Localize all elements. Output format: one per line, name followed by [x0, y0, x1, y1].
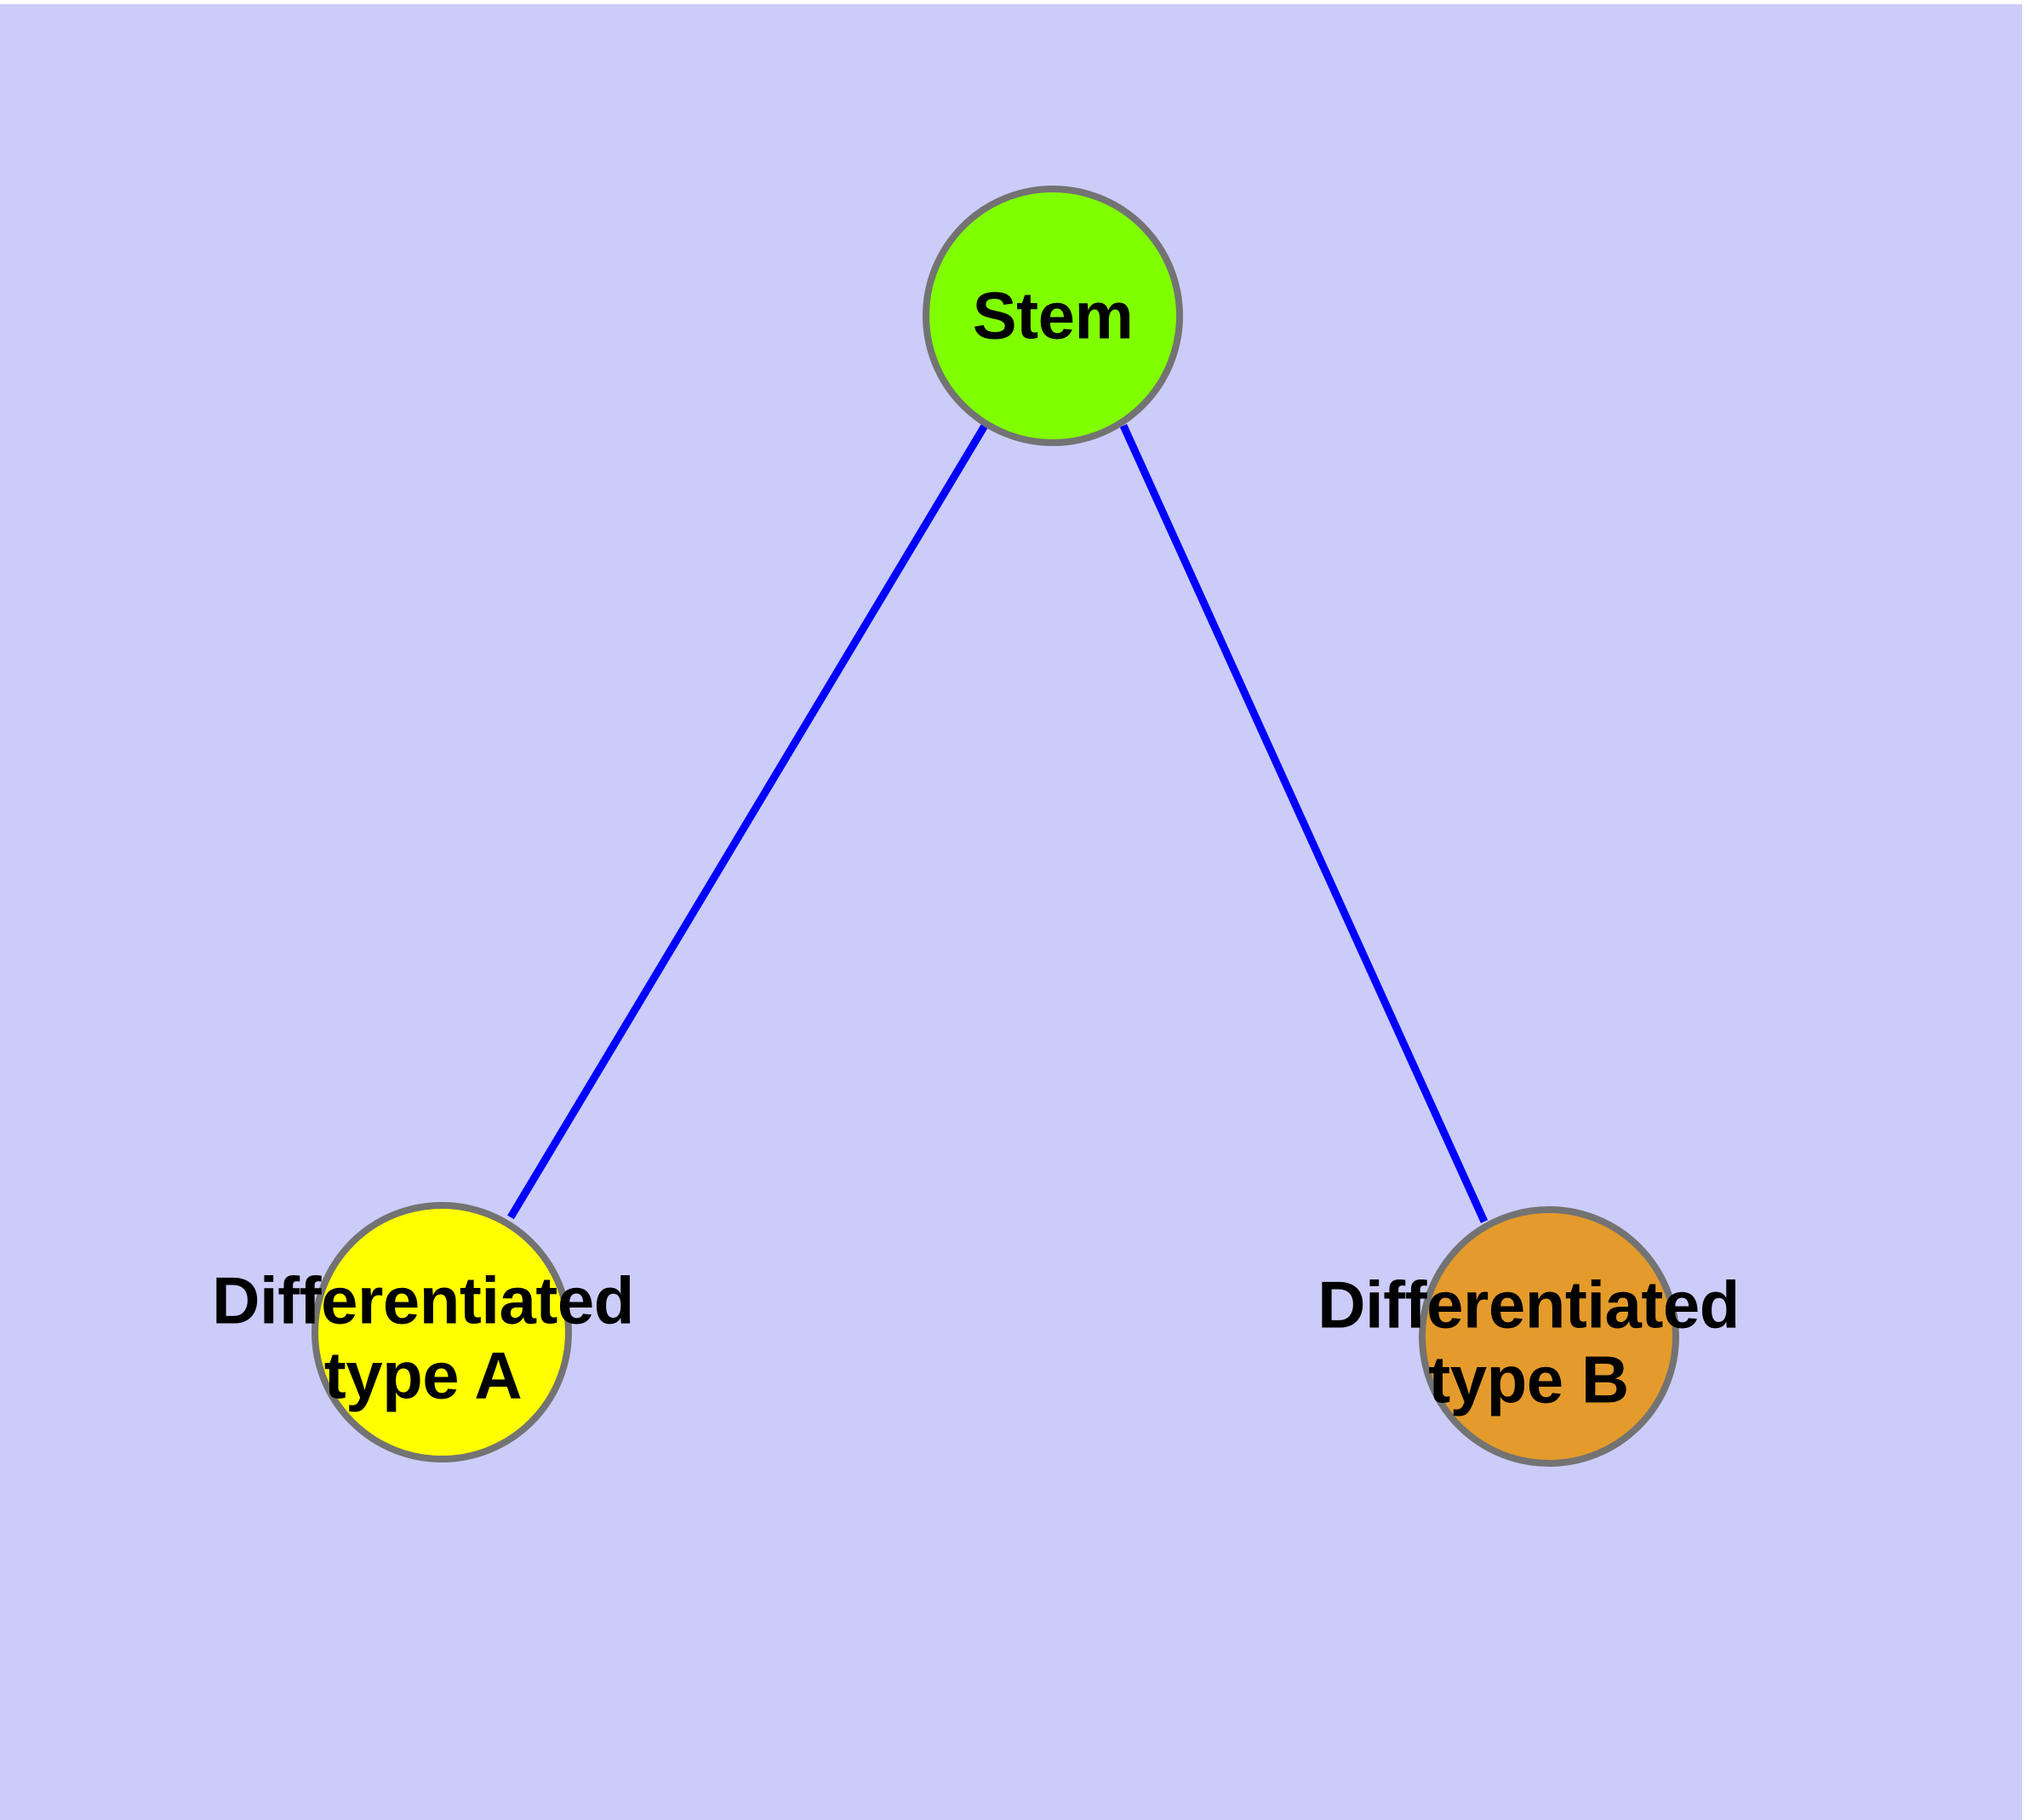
graph-edges-layer: [507, 423, 1489, 1223]
edge-stem-to-differentiated-type-b[interactable]: [1119, 424, 1489, 1223]
edge-stem-to-differentiated-type-a[interactable]: [507, 423, 988, 1220]
diagram-plot-area: Stem Differentiated type A Differentiate…: [0, 4, 2022, 1820]
node-differentiated-type-a-circle[interactable]: [311, 1202, 572, 1462]
node-differentiated-type-b-circle[interactable]: [1419, 1206, 1679, 1467]
node-stem-circle[interactable]: [923, 186, 1183, 446]
